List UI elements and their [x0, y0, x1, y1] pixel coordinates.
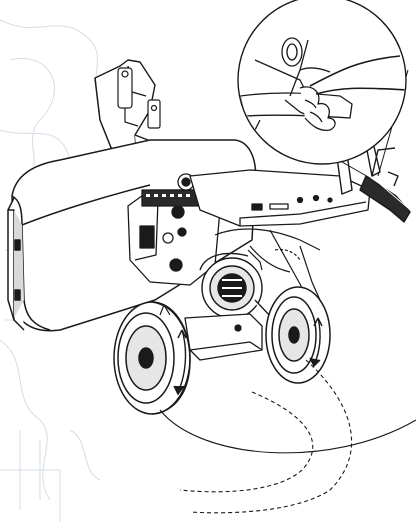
rotation-arrow-icon	[173, 329, 187, 396]
engine	[127, 173, 248, 286]
rotation-arrow-icon	[159, 303, 171, 316]
right-wheel	[265, 286, 331, 384]
rotation-arrow-icon	[309, 317, 323, 368]
turning-path	[159, 359, 417, 514]
left-wheel	[113, 301, 191, 415]
handle-detail-callout	[237, 0, 407, 165]
chute-control	[117, 67, 161, 129]
recoil-starter	[199, 252, 263, 319]
frame-dashboard	[189, 169, 371, 227]
